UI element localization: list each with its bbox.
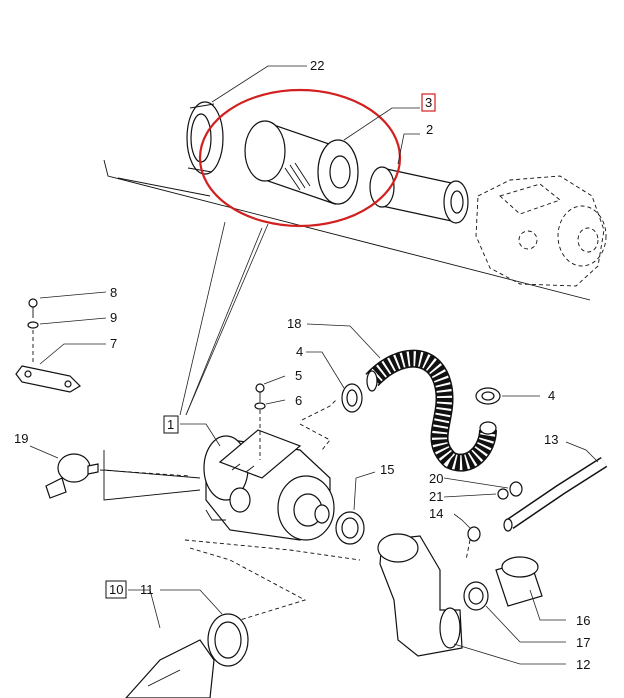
part-labels: 22 3 2 8 9 7 18 4 5 6 4 1 19 13 15 20 21… xyxy=(14,58,590,672)
part-21-fitting xyxy=(497,488,509,500)
part-10-inlet-hood xyxy=(125,639,215,698)
label-4b: 4 xyxy=(548,388,555,403)
part-6-washer xyxy=(254,402,266,460)
part-11-clamp xyxy=(207,613,249,667)
label-11: 11 xyxy=(140,582,154,597)
label-16: 16 xyxy=(576,613,590,628)
part-4a-clamp xyxy=(341,383,363,413)
label-5: 5 xyxy=(295,368,302,383)
label-9: 9 xyxy=(110,310,117,325)
label-1: 1 xyxy=(167,417,174,432)
part-18-hose xyxy=(365,349,497,472)
part-9-washer xyxy=(27,321,39,329)
label-2: 2 xyxy=(426,122,433,137)
frame-lines xyxy=(103,159,591,501)
part-3-filter-cartridge xyxy=(244,120,359,205)
part-12-elbow xyxy=(377,533,463,657)
label-21: 21 xyxy=(429,489,443,504)
part-4b-clamp xyxy=(475,387,501,405)
label-10-box xyxy=(105,580,127,599)
part-5-bolt xyxy=(255,383,265,402)
label-10: 10 xyxy=(109,582,123,597)
housing-ghost xyxy=(475,175,607,287)
label-1-box xyxy=(163,415,179,434)
label-20: 20 xyxy=(429,471,443,486)
leaders-part-1 xyxy=(179,221,269,416)
label-3-box xyxy=(421,93,436,112)
highlight-ellipse xyxy=(198,88,402,228)
label-19: 19 xyxy=(14,431,28,446)
part-19-valve xyxy=(45,453,99,499)
part-7-strap xyxy=(15,330,81,393)
label-15: 15 xyxy=(380,462,394,477)
label-7: 7 xyxy=(110,336,117,351)
part-2-safety-element xyxy=(369,166,469,224)
label-18: 18 xyxy=(287,316,301,331)
label-13: 13 xyxy=(544,432,558,447)
label-3: 3 xyxy=(425,95,432,110)
label-17: 17 xyxy=(576,635,590,650)
part-13-pipe xyxy=(503,456,608,532)
part-14-clamp xyxy=(467,526,481,542)
part-8-bolt xyxy=(28,298,38,318)
label-4a: 4 xyxy=(296,344,303,359)
part-20-fitting xyxy=(509,481,523,497)
label-8: 8 xyxy=(110,285,117,300)
part-1-housing xyxy=(203,429,335,541)
assembly-guides xyxy=(99,399,471,621)
leader-lines xyxy=(29,65,599,665)
part-16-sleeve xyxy=(495,556,543,607)
label-12: 12 xyxy=(576,657,590,672)
part-15-clamp xyxy=(335,511,365,545)
label-22: 22 xyxy=(310,58,324,73)
label-14: 14 xyxy=(429,506,443,521)
label-6: 6 xyxy=(295,393,302,408)
part-17-clamp xyxy=(463,581,489,611)
